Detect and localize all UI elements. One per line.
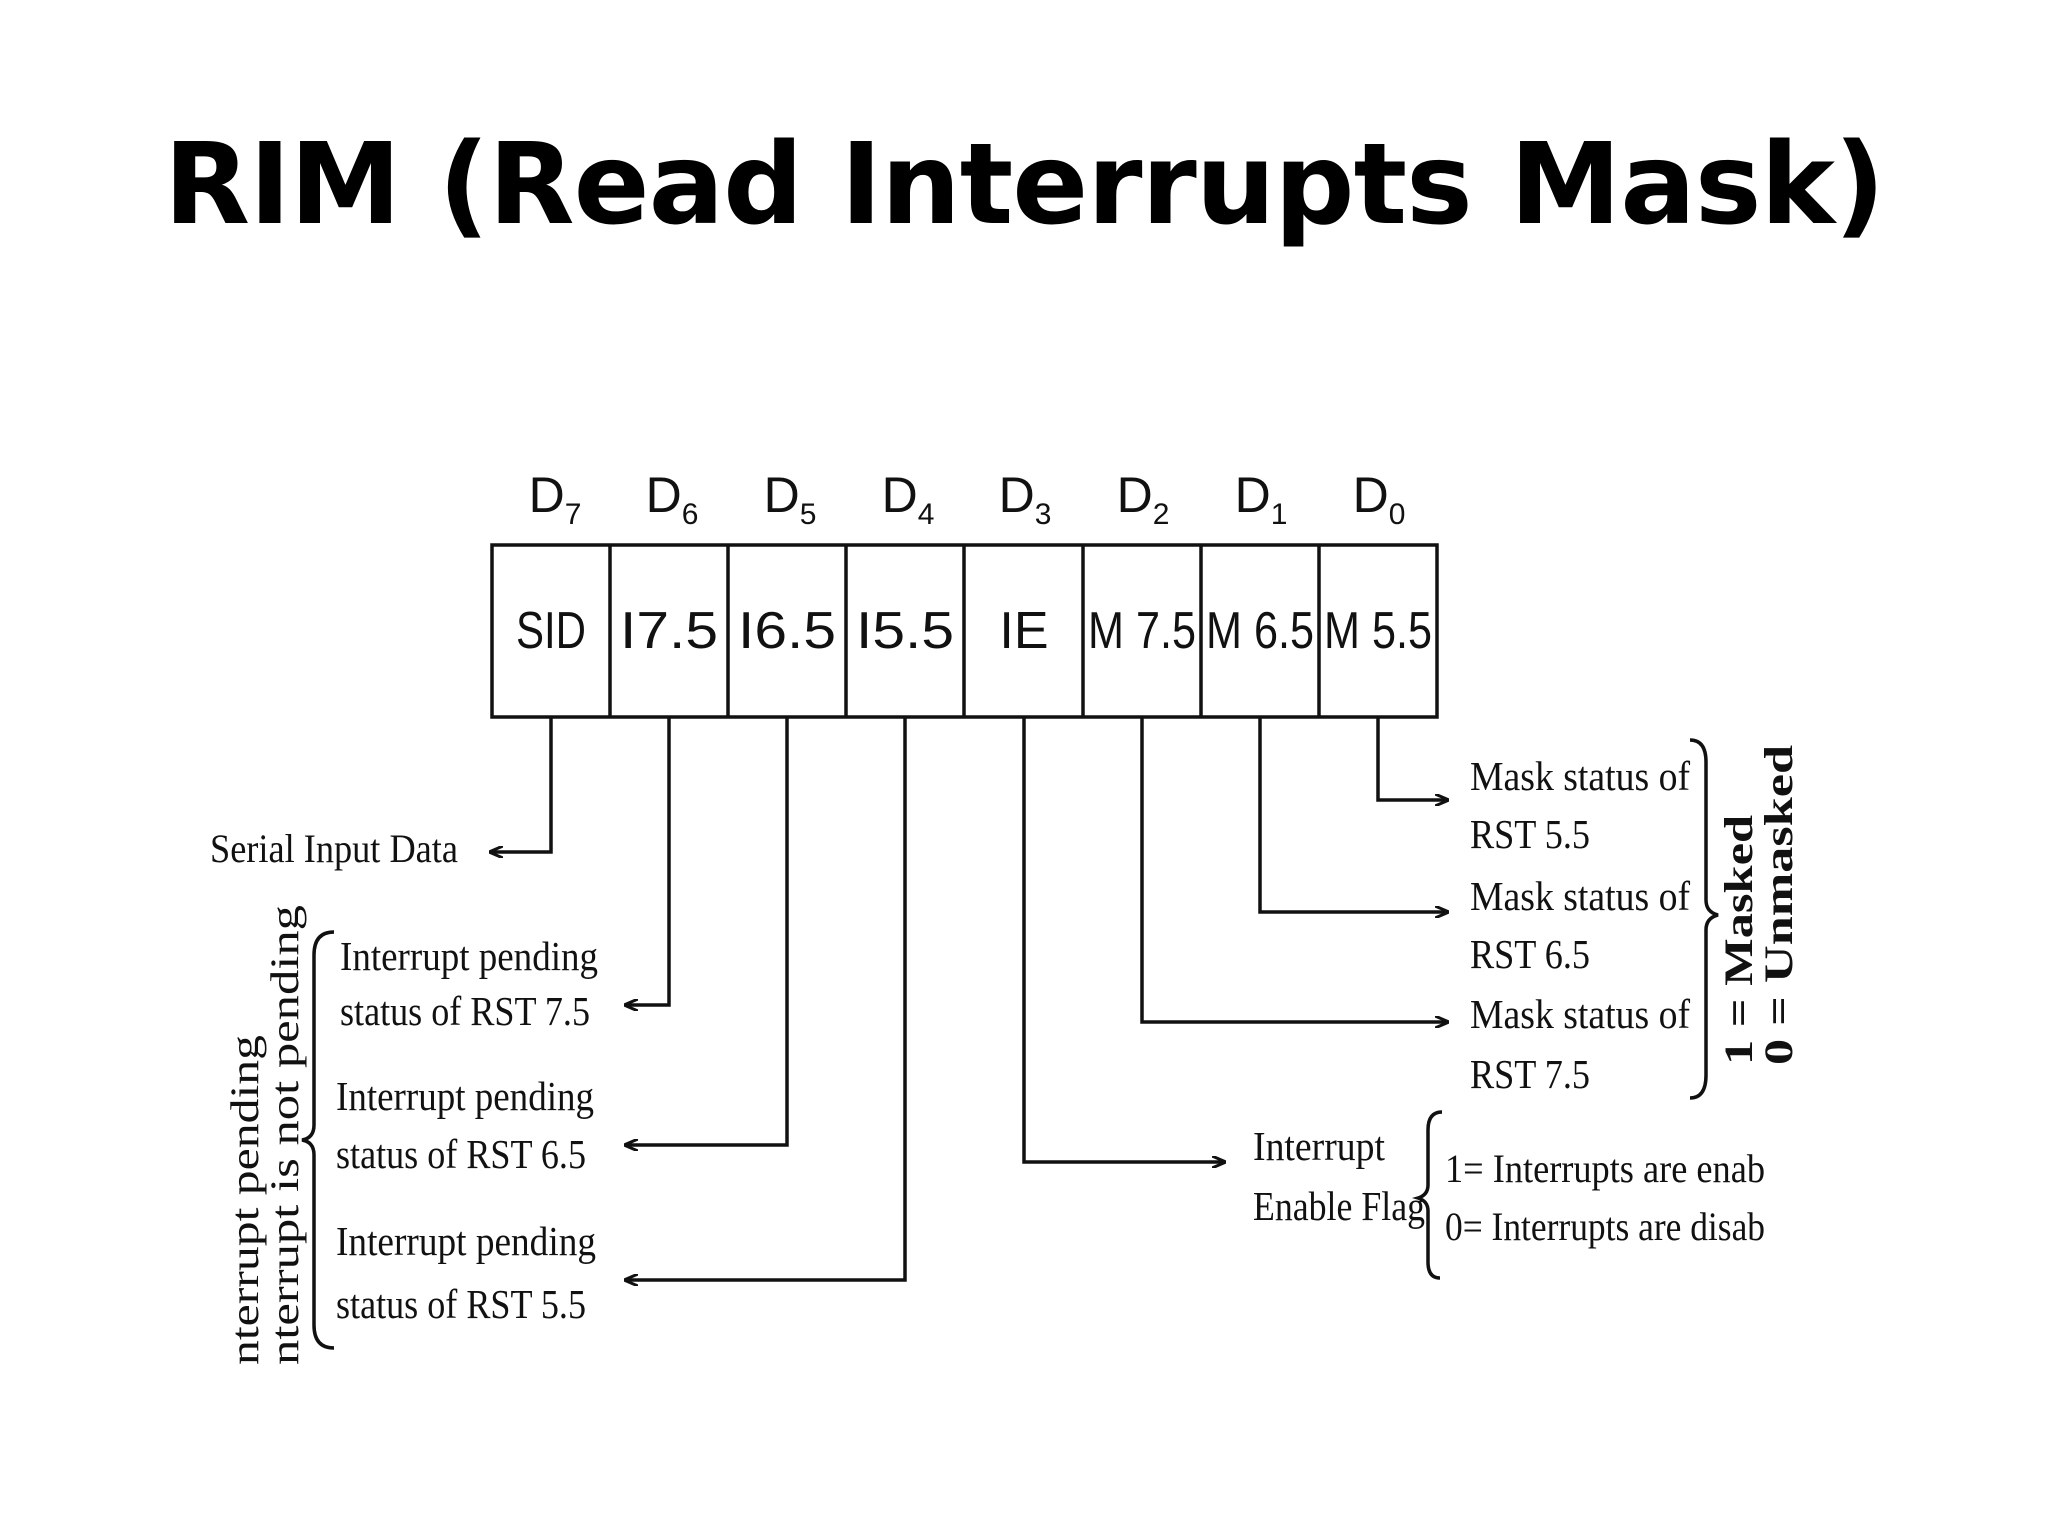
pending-rst55-line2: status of RST 5.5 <box>336 1281 586 1327</box>
field-i55: I5.5 <box>856 602 954 660</box>
bit-header-d3: D3 <box>999 467 1052 531</box>
mask-rst65-line2: RST 6.5 <box>1470 931 1590 977</box>
connector-m65 <box>1258 717 1448 912</box>
mask-legend-unmasked: 0 = Unmasked <box>1756 745 1801 1065</box>
page-title: RIM (Read Interrupts Mask) <box>163 120 1885 250</box>
mask-legend-masked: 1 = Masked <box>1716 815 1761 1065</box>
connector-i65 <box>625 717 789 1145</box>
connectors <box>490 717 1448 1280</box>
bit-header-d2: D2 <box>1117 467 1170 531</box>
mask-brace <box>1689 738 1719 1100</box>
ie-legend-disabled: 0= Interrupts are disab <box>1445 1204 1765 1249</box>
pending-rst75-line1: Interrupt pending <box>340 933 598 979</box>
register-box <box>490 543 1439 719</box>
field-i75: I7.5 <box>620 602 718 660</box>
mask-rst75-line1: Mask status of <box>1470 991 1690 1037</box>
mask-rst75-line2: RST 7.5 <box>1470 1051 1590 1097</box>
right-labels: Mask status of RST 5.5 Mask status of RS… <box>1253 738 1801 1280</box>
pending-rst55-line1: Interrupt pending <box>336 1218 596 1264</box>
connector-ie <box>1022 717 1225 1162</box>
field-m75: M 7.5 <box>1088 602 1196 660</box>
pending-rst75-line2: status of RST 7.5 <box>340 988 590 1034</box>
bit-header-d0: D0 <box>1353 467 1406 531</box>
register-fields: SID I7.5 I6.5 I5.5 IE M 7.5 M 6.5 M 5.5 <box>516 602 1432 660</box>
ie-legend-enabled: 1= Interrupts are enab <box>1445 1146 1765 1191</box>
field-m65: M 6.5 <box>1206 602 1314 660</box>
bit-header-d6: D6 <box>646 467 699 531</box>
left-labels: Serial Input Data Interrupt pending stat… <box>210 826 598 1365</box>
mask-rst65-line1: Mask status of <box>1470 873 1690 919</box>
left-legend-not-pending: nterrupt is not pending <box>262 905 307 1365</box>
bit-header-d1: D1 <box>1235 467 1288 531</box>
pending-rst65-line1: Interrupt pending <box>336 1073 594 1119</box>
pending-rst65-line2: status of RST 6.5 <box>336 1131 586 1177</box>
connector-sid <box>490 717 553 852</box>
connector-i55 <box>625 717 907 1280</box>
connector-i75 <box>625 717 671 1005</box>
field-sid: SID <box>516 602 586 660</box>
ie-label-line1: Interrupt <box>1253 1123 1386 1169</box>
connector-m55 <box>1376 717 1448 800</box>
field-i65: I6.5 <box>738 602 836 660</box>
left-legend-pending: nterrupt pending <box>222 1035 267 1365</box>
connector-m75 <box>1140 717 1448 1022</box>
bit-header-d4: D4 <box>882 467 935 531</box>
field-ie: IE <box>999 602 1048 660</box>
bit-header-d7: D7 <box>529 467 582 531</box>
ie-label-line2: Enable Flag <box>1253 1183 1425 1229</box>
mask-rst55-line2: RST 5.5 <box>1470 811 1590 857</box>
bit-headers: D7 D6 D5 D4 D3 D2 D1 D0 <box>529 467 1406 531</box>
mask-rst55-line1: Mask status of <box>1470 753 1690 799</box>
field-m55: M 5.5 <box>1324 602 1432 660</box>
left-brace <box>301 930 335 1350</box>
serial-input-label: Serial Input Data <box>210 826 458 871</box>
ie-brace <box>1411 1110 1443 1280</box>
bit-header-d5: D5 <box>764 467 817 531</box>
